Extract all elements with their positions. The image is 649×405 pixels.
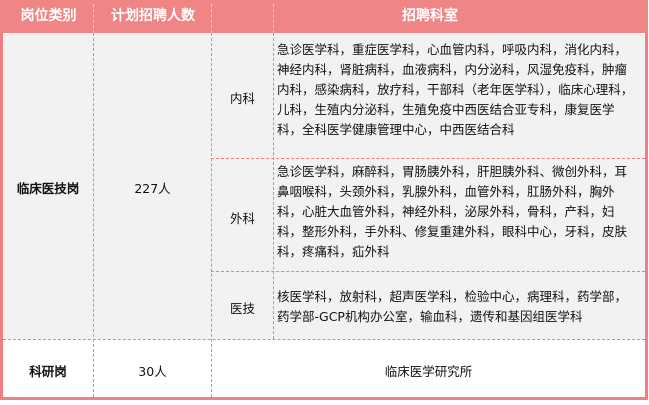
header-category: 岗位类别 [20,8,77,24]
category-research: 科研岗 [29,364,67,379]
group-internal-medicine: 内科 [229,91,255,106]
group-surgery: 外科 [229,211,255,226]
header-divider [273,4,274,33]
row-divider [211,158,645,159]
group-medical-technology: 医技 [229,301,255,316]
research-row-bg [3,339,645,397]
col-divider [211,33,212,397]
departments-research: 临床医学研究所 [384,364,473,379]
header-plan: 计划招聘人数 [111,8,195,24]
table-header: 岗位类别 计划招聘人数 招聘科室 [0,0,648,33]
departments-surgery: 急诊医学科，麻醉科，胃肠胰外科，肝胆胰外科、微创外科，耳鼻咽喉科，头颈外科，乳腺… [277,164,628,259]
col-divider [273,33,274,339]
departments-medical-technology: 核医学科，放射科，超声医学科，检验中心，病理科，药学部，药学部-GCP机构办公室… [277,289,628,324]
header-divider [93,4,94,33]
departments-internal-medicine: 急诊医学科，重症医学科，心血管内科，呼吸内科，消化内科，神经内科，肾脏病科，血液… [277,42,634,137]
header-departments: 招聘科室 [402,8,458,24]
header-divider [211,4,212,33]
col-divider [93,33,94,397]
category-clinical: 临床医技岗 [16,181,80,196]
row-divider [211,271,645,272]
row-divider [3,339,645,340]
plan-research: 30人 [138,364,167,379]
plan-clinical: 227人 [134,181,171,196]
